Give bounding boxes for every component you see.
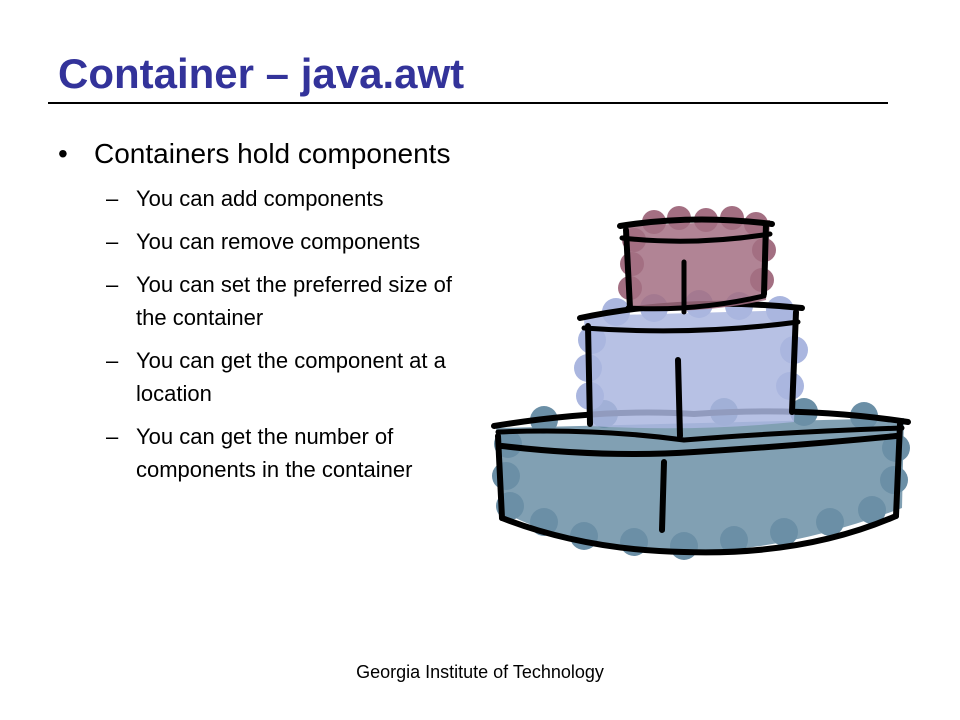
- dash-glyph: –: [106, 348, 119, 373]
- scribble-blob: [492, 462, 520, 490]
- sub-bullet-item: – You can add components: [56, 182, 466, 215]
- scribble-blob: [670, 532, 698, 560]
- scribble-blob: [578, 326, 606, 354]
- sub-bullet-item: – You can set the preferred size of the …: [56, 268, 466, 334]
- bullet-item: • Containers hold components: [56, 136, 476, 172]
- slide-title: Container – java.awt: [58, 50, 465, 97]
- sub-bullet-text: You can add components: [136, 186, 384, 211]
- scribble-blob: [770, 518, 798, 546]
- sub-bullet-list: – You can add components – You can remov…: [56, 182, 476, 486]
- sub-bullet-text: You can set the preferred size of the co…: [136, 272, 452, 330]
- cake-bottom-tier: [491, 398, 911, 560]
- slide-content: • Containers hold components – You can a…: [56, 136, 476, 496]
- scribble-blob: [620, 252, 644, 276]
- bullet-glyph: •: [58, 138, 68, 169]
- bullet-text: Containers hold components: [94, 138, 451, 169]
- scribble-blob: [858, 496, 886, 524]
- sub-bullet-text: You can get the component at a location: [136, 348, 446, 406]
- cake-top-tier: [617, 206, 776, 315]
- scribble-blob: [776, 372, 804, 400]
- sub-bullet-text: You can get the number of components in …: [136, 424, 413, 482]
- scribble-blob: [880, 466, 908, 494]
- layered-cake-drawing: [491, 206, 911, 560]
- dash-glyph: –: [106, 229, 119, 254]
- dash-glyph: –: [106, 186, 119, 211]
- sub-bullet-text: You can remove components: [136, 229, 421, 254]
- scribble-blob: [720, 526, 748, 554]
- sub-bullet-item: – You can get the component at a locatio…: [56, 344, 466, 410]
- slide-footer: Georgia Institute of Technology: [356, 662, 604, 682]
- dash-glyph: –: [106, 424, 119, 449]
- dash-glyph: –: [106, 272, 119, 297]
- sub-bullet-item: – You can remove components: [56, 225, 466, 258]
- sub-bullet-item: – You can get the number of components i…: [56, 420, 466, 486]
- scribble-blob: [816, 508, 844, 536]
- title-underline: [48, 102, 888, 104]
- scribble-blob: [766, 296, 794, 324]
- cake-middle-tier: [574, 290, 808, 439]
